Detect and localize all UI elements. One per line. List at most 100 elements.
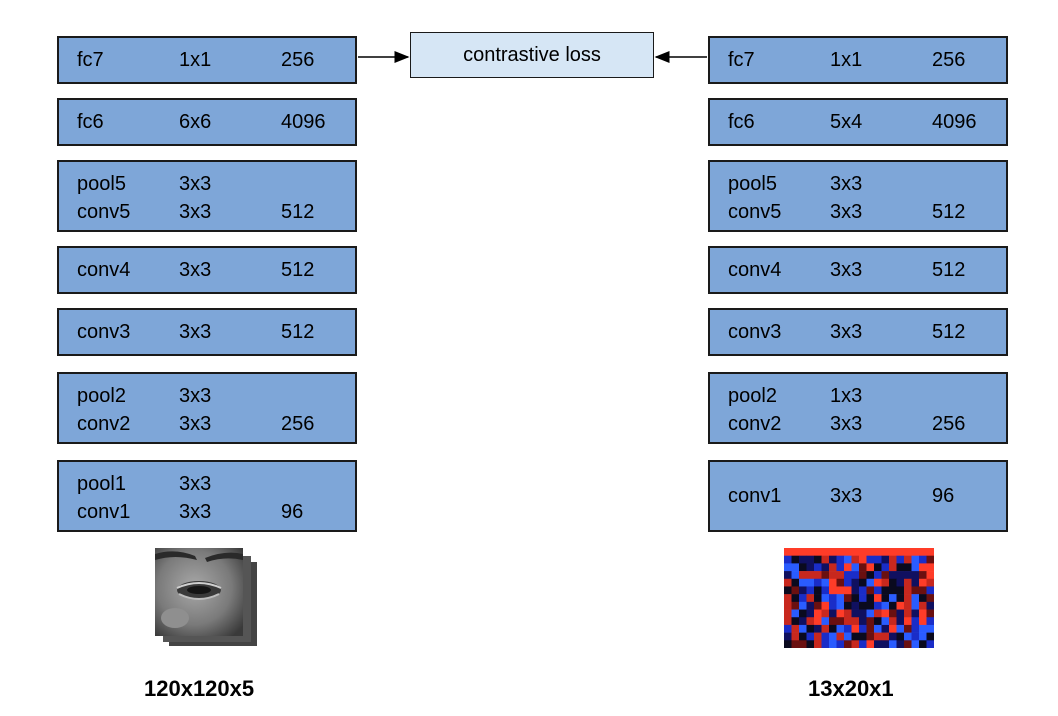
heatmap-cell bbox=[926, 571, 934, 580]
heatmap-cell bbox=[851, 640, 860, 648]
heatmap-cell bbox=[889, 632, 897, 641]
heatmap-cell bbox=[836, 578, 845, 587]
heatmap-cell bbox=[926, 624, 934, 633]
heatmap-cell bbox=[896, 594, 905, 603]
heatmap-cell bbox=[904, 586, 912, 595]
left-layer-name: fc7 bbox=[77, 49, 104, 71]
heatmap-cell bbox=[926, 563, 934, 572]
heatmap-cell bbox=[881, 632, 890, 641]
heatmap-cell bbox=[859, 578, 867, 587]
heatmap-cell bbox=[874, 617, 882, 626]
heatmap-cell bbox=[829, 563, 837, 572]
heatmap-cell bbox=[799, 640, 807, 648]
heatmap-cell bbox=[881, 563, 890, 572]
heatmap-cell bbox=[806, 617, 815, 626]
heatmap-cell bbox=[881, 624, 890, 633]
heatmap-cell bbox=[806, 586, 815, 595]
heatmap-cell bbox=[814, 563, 822, 572]
left-layer-name: pool2 bbox=[77, 385, 126, 407]
heatmap-cell bbox=[791, 609, 800, 618]
heatmap-cell bbox=[911, 640, 920, 648]
heatmap-cell bbox=[836, 617, 845, 626]
heatmap-cell bbox=[814, 594, 822, 603]
heatmap-cell bbox=[896, 563, 905, 572]
right-layer-name: conv3 bbox=[728, 321, 782, 343]
heatmap-cell bbox=[866, 624, 875, 633]
right-layer-name: pool2 bbox=[728, 385, 777, 407]
left-layer-ch: 512 bbox=[281, 321, 315, 343]
heatmap-cell bbox=[926, 548, 934, 556]
heatmap-cell bbox=[814, 601, 822, 610]
heatmap-cell bbox=[926, 609, 934, 618]
left-layer-ch: 256 bbox=[281, 413, 315, 435]
heatmap-cell bbox=[919, 586, 927, 595]
heatmap-cell bbox=[799, 601, 807, 610]
right-layer-size: 3x3 bbox=[830, 485, 863, 507]
heatmap-cell bbox=[821, 624, 830, 633]
heatmap-cell bbox=[821, 594, 830, 603]
heatmap-cell bbox=[791, 594, 800, 603]
heatmap-cell bbox=[836, 594, 845, 603]
heatmap-cell bbox=[874, 609, 882, 618]
heatmap-cell bbox=[814, 640, 822, 648]
heatmap-cell bbox=[866, 571, 875, 580]
heatmap-cell bbox=[904, 601, 912, 610]
heatmap-cell bbox=[919, 594, 927, 603]
heatmap-cell bbox=[896, 617, 905, 626]
right-layer-name: conv2 bbox=[728, 413, 782, 435]
heatmap-cell bbox=[836, 571, 845, 580]
heatmap-cell bbox=[799, 632, 807, 641]
left-layer-size: 6x6 bbox=[179, 111, 212, 133]
heatmap-cell bbox=[821, 601, 830, 610]
heatmap-cell bbox=[829, 571, 837, 580]
heatmap-cell bbox=[806, 624, 815, 633]
right-layer-size: 3x3 bbox=[830, 201, 863, 223]
heatmap-cell bbox=[881, 640, 890, 648]
heatmap-cell bbox=[806, 548, 815, 556]
heatmap-cell bbox=[866, 601, 875, 610]
heatmap-cell bbox=[881, 594, 890, 603]
heatmap-cell bbox=[784, 563, 792, 572]
heatmap-cell bbox=[911, 578, 920, 587]
heatmap-cell bbox=[859, 571, 867, 580]
heatmap-cell bbox=[821, 632, 830, 641]
left-layer-name: conv5 bbox=[77, 201, 131, 223]
right-layer-size: 3x3 bbox=[830, 413, 863, 435]
right-layer-name: conv5 bbox=[728, 201, 782, 223]
left-layer-size: 3x3 bbox=[179, 501, 212, 523]
heatmap-cell bbox=[851, 594, 860, 603]
heatmap-cell bbox=[926, 601, 934, 610]
heatmap-cell bbox=[851, 609, 860, 618]
left-layer-name: conv1 bbox=[77, 501, 131, 523]
heatmap-cell bbox=[836, 548, 845, 556]
right-layer-name: conv4 bbox=[728, 259, 782, 281]
heatmap-cell bbox=[791, 555, 800, 564]
heatmap-cell bbox=[799, 586, 807, 595]
heatmap-cell bbox=[874, 586, 882, 595]
left-layer-size: 3x3 bbox=[179, 385, 212, 407]
heatmap-cell bbox=[889, 555, 897, 564]
heatmap-cell bbox=[791, 617, 800, 626]
heatmap-cell bbox=[806, 632, 815, 641]
heatmap-cell bbox=[814, 578, 822, 587]
heatmap-cell bbox=[889, 586, 897, 595]
heatmap-cell bbox=[784, 594, 792, 603]
heatmap-cell bbox=[784, 609, 792, 618]
heatmap-cell bbox=[836, 632, 845, 641]
heatmap-cell bbox=[814, 548, 822, 556]
heatmap-cell bbox=[904, 617, 912, 626]
heatmap-cell bbox=[904, 640, 912, 648]
heatmap-cell bbox=[911, 609, 920, 618]
heatmap-cell bbox=[904, 571, 912, 580]
heatmap-cell bbox=[866, 609, 875, 618]
heatmap-cell bbox=[859, 601, 867, 610]
heatmap-cell bbox=[844, 617, 852, 626]
heatmap-cell bbox=[866, 640, 875, 648]
heatmap-cell bbox=[919, 563, 927, 572]
heatmap-cell bbox=[859, 609, 867, 618]
heatmap-cell bbox=[859, 563, 867, 572]
left-layer-ch: 512 bbox=[281, 201, 315, 223]
